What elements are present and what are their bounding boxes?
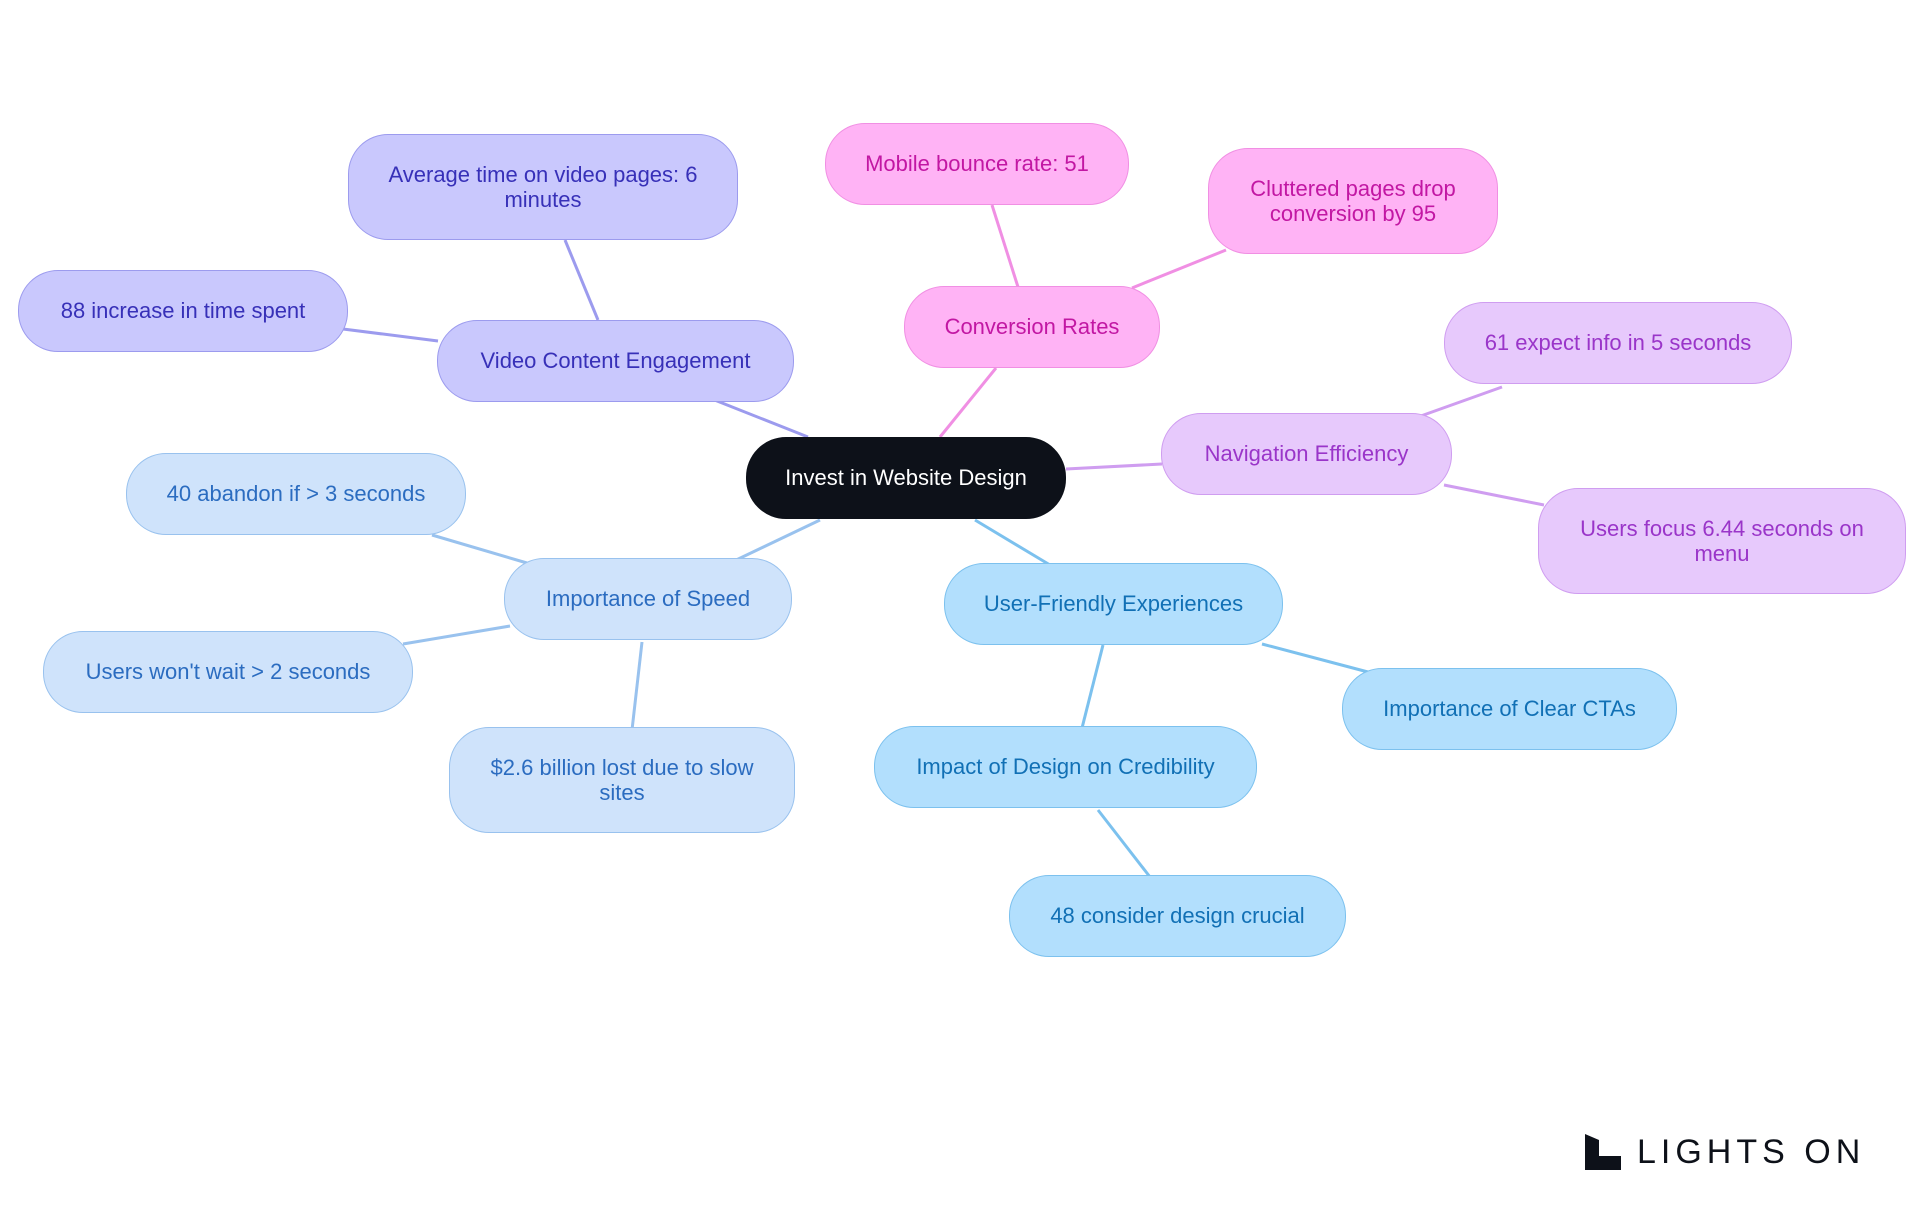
link-root-video: [711, 397, 809, 439]
node-label: Conversion Rates: [944, 314, 1120, 340]
link-speed-2s: [402, 624, 511, 646]
node-label: Mobile bounce rate: 51: [865, 151, 1089, 177]
root-node-label: Invest in Website Design: [785, 465, 1027, 491]
node-label: $2.6 billion lost due to slow sites: [490, 754, 754, 805]
node-label: Users won't wait > 2 seconds: [85, 659, 371, 685]
node-user-friendly-experiences: User-Friendly Experiences: [944, 563, 1283, 645]
node-clear-ctas: Importance of Clear CTAs: [1342, 668, 1677, 750]
link-ux-ctas: [1261, 642, 1369, 674]
node-40-abandon: 40 abandon if > 3 seconds: [126, 453, 466, 535]
link-credibility-48: [1096, 809, 1152, 878]
node-label: Impact of Design on Credibility: [916, 754, 1215, 780]
link-video-avgtime: [563, 239, 600, 321]
link-speed-40: [431, 533, 528, 565]
node-conversion-rates: Conversion Rates: [904, 286, 1160, 368]
node-average-time-video: Average time on video pages: 6 minutes: [348, 134, 738, 240]
node-48-consider-design: 48 consider design crucial: [1009, 875, 1346, 957]
node-label: Average time on video pages: 6 minutes: [388, 161, 698, 212]
lights-on-logo: LIGHTS ON: [1583, 1132, 1865, 1172]
node-billion-lost: $2.6 billion lost due to slow sites: [449, 727, 795, 833]
link-ux-credibility: [1080, 644, 1105, 729]
link-root-conversion: [938, 367, 998, 438]
node-label: 61 expect info in 5 seconds: [1484, 330, 1752, 356]
link-conversion-cluttered: [1131, 248, 1227, 290]
node-label: 88 increase in time spent: [60, 298, 306, 324]
root-node: Invest in Website Design: [746, 437, 1066, 519]
link-root-speed: [731, 518, 821, 564]
node-label: User-Friendly Experiences: [983, 591, 1244, 617]
node-label: Users focus 6.44 seconds on menu: [1580, 515, 1864, 566]
link-conversion-bounce: [990, 204, 1020, 288]
link-navigation-61: [1417, 385, 1503, 419]
node-88-increase: 88 increase in time spent: [18, 270, 348, 352]
link-navigation-644: [1443, 483, 1545, 507]
lights-on-logo-text: LIGHTS ON: [1637, 1132, 1866, 1171]
node-label: Cluttered pages drop conversion by 95: [1250, 175, 1456, 226]
node-label: Importance of Clear CTAs: [1383, 696, 1636, 722]
node-mobile-bounce-rate: Mobile bounce rate: 51: [825, 123, 1129, 205]
node-users-focus-menu: Users focus 6.44 seconds on menu: [1538, 488, 1906, 594]
node-cluttered-pages: Cluttered pages drop conversion by 95: [1208, 148, 1498, 254]
node-label: Importance of Speed: [545, 586, 751, 612]
node-video-content-engagement: Video Content Engagement: [437, 320, 794, 402]
link-root-ux: [974, 518, 1051, 567]
node-label: Video Content Engagement: [480, 348, 751, 374]
node-label: Navigation Efficiency: [1204, 441, 1409, 467]
node-label: 48 consider design crucial: [1050, 903, 1305, 929]
lights-on-logo-icon: [1585, 1134, 1621, 1170]
link-root-navigation: [1065, 462, 1163, 471]
node-importance-of-speed: Importance of Speed: [504, 558, 792, 640]
link-video-88: [342, 327, 439, 343]
link-speed-billion: [630, 641, 644, 731]
node-navigation-efficiency: Navigation Efficiency: [1161, 413, 1452, 495]
node-label: 40 abandon if > 3 seconds: [166, 481, 426, 507]
node-design-credibility: Impact of Design on Credibility: [874, 726, 1257, 808]
node-61-expect-info: 61 expect info in 5 seconds: [1444, 302, 1792, 384]
node-users-wont-wait: Users won't wait > 2 seconds: [43, 631, 413, 713]
